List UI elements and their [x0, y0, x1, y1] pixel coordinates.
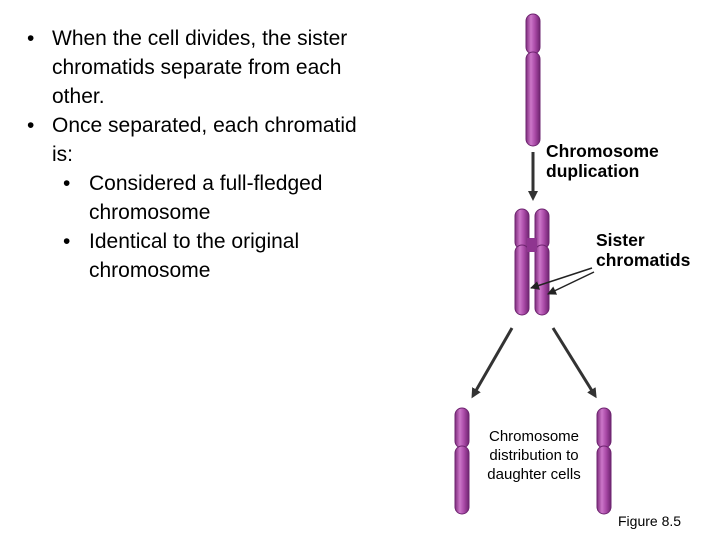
daughter-chromosome-left [454, 407, 470, 515]
label-sister-chromatids: Sister chromatids [596, 230, 691, 270]
label-chromosome-duplication: Chromosome duplication [546, 141, 659, 181]
bullet-identical: Identical to the original chromosome [0, 227, 380, 285]
figure-caption: Figure 8.5 [618, 513, 682, 529]
sister-pointer-line-1 [530, 267, 593, 290]
bullet-list: When the cell divides, the sister chroma… [0, 24, 380, 285]
bullet-cell-divides: When the cell divides, the sister chroma… [0, 24, 380, 111]
daughter-chromosome-right [596, 407, 612, 515]
label-chromosome-distribution: Chromosome distribution to daughter cell… [487, 428, 581, 483]
distribution-arrow-right [551, 327, 597, 399]
bullet-full-fledged: Considered a full-fledged chromosome [0, 169, 380, 227]
distribution-arrow-left [471, 327, 514, 399]
bullet-once-separated: Once separated, each chromatid is: [0, 111, 380, 169]
sister-pointer-line-2 [547, 271, 595, 295]
original-chromosome [525, 13, 541, 147]
sister-chromatid-pair [514, 208, 550, 316]
